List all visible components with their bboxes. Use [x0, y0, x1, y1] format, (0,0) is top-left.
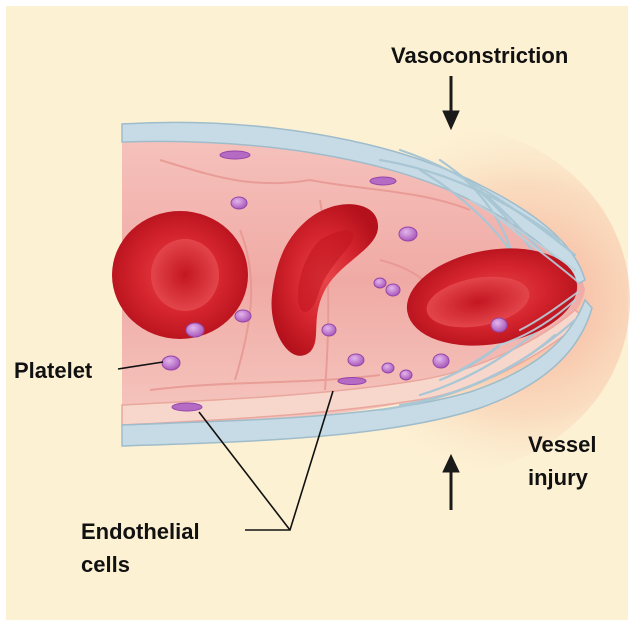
- label-vessel-injury-line1: Vessel: [528, 431, 597, 459]
- platelet: [374, 278, 386, 288]
- platelet: [433, 354, 449, 368]
- platelet: [348, 354, 364, 366]
- platelet: [322, 324, 336, 336]
- platelet: [235, 310, 251, 322]
- platelet: [399, 227, 417, 241]
- platelet: [186, 323, 204, 337]
- platelet: [491, 318, 507, 332]
- vasoconstriction-arrow: [443, 76, 459, 129]
- platelet-labeled: [162, 356, 180, 370]
- label-platelet: Platelet: [14, 357, 92, 385]
- platelet: [382, 363, 394, 373]
- label-endothelial-cells-line2: cells: [81, 551, 130, 579]
- platelet: [386, 284, 400, 296]
- platelet: [400, 370, 412, 380]
- platelet: [231, 197, 247, 209]
- label-endothelial-cells-line1: Endothelial: [81, 518, 200, 546]
- red-blood-cell-left: [112, 211, 248, 339]
- label-vasoconstriction: Vasoconstriction: [391, 42, 568, 70]
- label-vessel-injury-line2: injury: [528, 464, 588, 492]
